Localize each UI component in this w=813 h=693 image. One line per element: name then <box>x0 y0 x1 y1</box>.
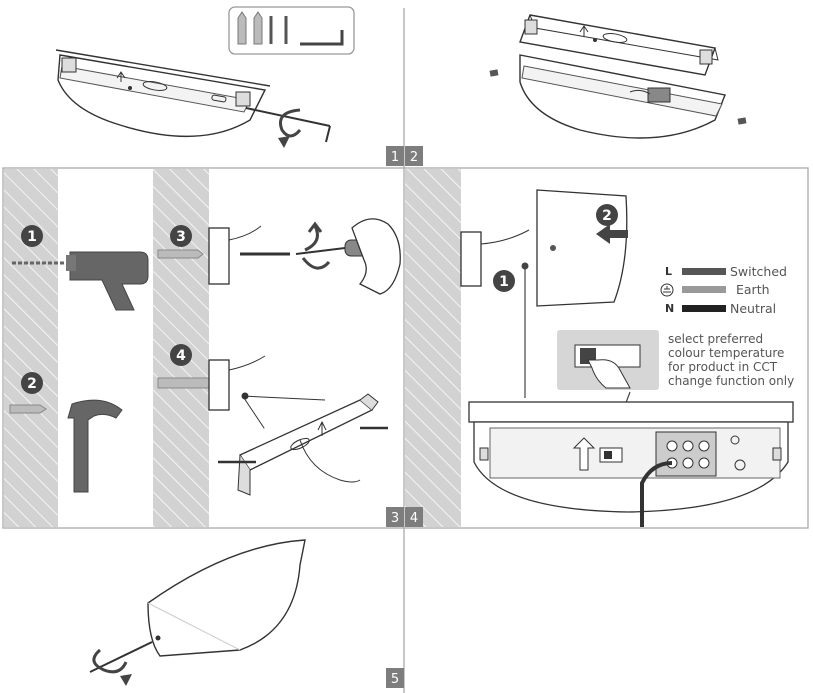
note-line3: for product in CCT <box>668 360 778 374</box>
neutral-wire-swatch <box>682 305 726 312</box>
mounting-bracket-panel2 <box>519 14 719 76</box>
allen-key-rotate-arrow <box>245 107 331 148</box>
screw-left <box>489 69 499 77</box>
step3-1-drill: 1 <box>12 225 149 311</box>
step3-1-number: 1 <box>27 229 37 245</box>
panel-2 <box>489 14 747 139</box>
note-line1: select preferred <box>668 332 763 346</box>
panel-4: 1 2 L Switched Earth N Neutral <box>405 169 794 527</box>
legend-l-letter: L <box>665 265 672 278</box>
rotate-arrow-panel5 <box>92 648 128 674</box>
badge-panel-5: 5 <box>386 668 404 688</box>
lamp-body-panel1 <box>55 49 271 137</box>
wall-panel4 <box>405 169 461 527</box>
step4-2-number: 2 <box>602 208 612 224</box>
step3-4-bracket: 4 <box>157 344 388 496</box>
badge-1-text: 1 <box>391 150 399 165</box>
badge-panel-3: 3 <box>386 507 404 527</box>
wall-left <box>4 169 58 527</box>
step3-4-number: 4 <box>176 348 186 364</box>
note-line2: colour temperature <box>668 346 784 360</box>
step4-2-marker: 2 <box>596 204 628 244</box>
badge-panel-1: 1 <box>386 146 404 166</box>
legend-earth: Earth <box>736 282 770 297</box>
wiring-legend: L Switched Earth N Neutral <box>660 264 787 316</box>
legend-switched: Switched <box>730 264 787 279</box>
live-wire-swatch <box>682 268 726 275</box>
step3-3-number: 3 <box>176 229 186 245</box>
terminal-block <box>655 431 717 477</box>
badge-5-text: 5 <box>391 672 399 687</box>
earth-wire-swatch <box>682 286 726 293</box>
note-line4: change function only <box>668 374 794 388</box>
step3-3-screw-base: 3 <box>157 218 401 295</box>
screw-right <box>737 117 747 125</box>
up-arrow-icon <box>572 437 596 471</box>
finger-icon <box>587 359 631 389</box>
badge-2-text: 2 <box>410 150 418 165</box>
panel-3: 1 2 3 4 <box>4 169 401 527</box>
lamp-body-panel2 <box>519 54 726 139</box>
legend-neutral: Neutral <box>730 301 776 316</box>
panel-5 <box>89 539 306 686</box>
badge-3-text: 3 <box>391 511 399 526</box>
wall-bracket-panel4 <box>460 231 482 287</box>
earth-icon <box>660 283 674 297</box>
badge-4-text: 4 <box>410 511 418 526</box>
panel-1 <box>55 6 355 148</box>
step4-1-number: 1 <box>499 274 509 290</box>
legend-n-letter: N <box>665 302 674 315</box>
step3-2-number: 2 <box>27 376 37 392</box>
hardware-kit <box>228 6 355 55</box>
cct-switch-inset <box>557 330 659 441</box>
cct-note: select preferred colour temperature for … <box>668 332 794 388</box>
step3-2-hammer: 2 <box>9 372 123 493</box>
step4-1-marker: 1 <box>493 262 529 398</box>
lamp-base-panel4 <box>468 401 794 527</box>
steps-3-4-frame <box>2 167 809 529</box>
badge-panel-2: 2 <box>405 146 423 166</box>
lamp-assembled <box>147 539 306 657</box>
badge-panel-4: 4 <box>405 507 423 527</box>
mains-cable <box>640 461 673 527</box>
